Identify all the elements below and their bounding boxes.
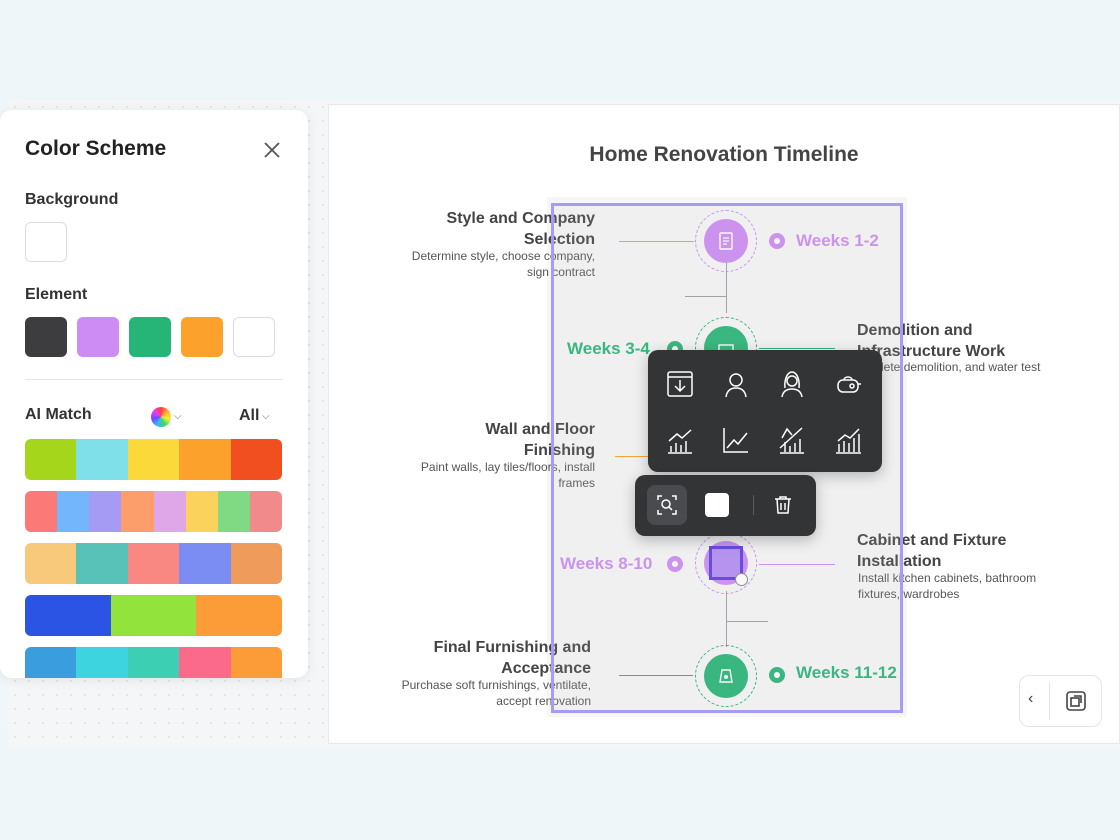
- step-description: Determine style, choose company,sign con…: [411, 249, 595, 279]
- ai-match-label: AI Match: [25, 406, 92, 423]
- fit-screen-icon: [1066, 691, 1086, 711]
- palette-option[interactable]: [25, 647, 282, 678]
- step-description: Purchase soft furnishings, ventilate,acc…: [401, 678, 591, 708]
- contract-icon: [719, 232, 733, 250]
- palette-option[interactable]: [25, 595, 282, 636]
- divider: [25, 379, 282, 380]
- replace-search-button[interactable]: [647, 485, 687, 525]
- connector-line: [619, 675, 693, 676]
- fill-color-button[interactable]: [697, 485, 737, 525]
- replace-search-icon: [657, 495, 677, 515]
- panel-title: Color Scheme: [25, 137, 167, 160]
- element-swatch-purple[interactable]: [77, 317, 119, 357]
- palette-option[interactable]: [25, 439, 282, 480]
- connector-line: [619, 241, 694, 242]
- element-swatch-orange[interactable]: [181, 317, 223, 357]
- week-label: Weeks 1-2: [796, 231, 879, 250]
- timeline-connector: [726, 621, 768, 622]
- bar-chart-icon[interactable]: [828, 420, 868, 460]
- color-scheme-panel: Color Scheme Background Element AI Match…: [0, 110, 308, 678]
- element-swatch-dark[interactable]: [25, 317, 67, 357]
- node-ring: [695, 210, 757, 272]
- close-button[interactable]: [260, 138, 284, 162]
- week-marker: [769, 233, 785, 249]
- download-window-icon[interactable]: [660, 364, 700, 404]
- element-toolbar: [635, 475, 816, 536]
- divider: [1049, 682, 1050, 720]
- teapot-icon[interactable]: [828, 364, 868, 404]
- step-node-5[interactable]: [704, 654, 748, 698]
- filter-all-dropdown[interactable]: All: [239, 407, 260, 424]
- connector-line: [615, 456, 655, 457]
- timeline-connector: [726, 263, 727, 313]
- week-label: Weeks 3-4: [567, 339, 650, 358]
- chevron-left-icon[interactable]: ‹: [1028, 690, 1034, 707]
- step-description: Complete demolition, and water test: [849, 360, 1041, 374]
- woman-avatar-icon[interactable]: [716, 364, 756, 404]
- element-swatch-green[interactable]: [129, 317, 171, 357]
- trash-icon: [775, 496, 791, 514]
- element-swatch-white[interactable]: [233, 317, 275, 357]
- arrow-bars-icon[interactable]: [772, 420, 812, 460]
- palette-option[interactable]: [25, 491, 282, 532]
- view-controls: ‹: [1019, 675, 1102, 727]
- woman-longhair-icon[interactable]: [772, 364, 812, 404]
- week-label: Weeks 11-12: [796, 663, 897, 682]
- bar-growth-icon[interactable]: [660, 420, 700, 460]
- line-chart-icon[interactable]: [716, 420, 756, 460]
- resize-handle[interactable]: [735, 573, 748, 586]
- timeline-connector: [685, 296, 727, 297]
- toolbar-divider: [753, 495, 754, 515]
- step-node-1[interactable]: [704, 219, 748, 263]
- connector-line: [759, 564, 835, 565]
- background-swatch[interactable]: [25, 222, 67, 262]
- color-wheel-icon[interactable]: [151, 407, 171, 427]
- chevron-down-icon[interactable]: ⌵: [174, 411, 182, 422]
- week-marker: [667, 556, 683, 572]
- week-label: Weeks 8-10: [560, 554, 653, 573]
- background-label: Background: [25, 191, 119, 208]
- timeline-connector: [726, 591, 727, 647]
- fit-screen-button[interactable]: [1064, 689, 1088, 718]
- icon-picker-popup: [648, 350, 882, 472]
- fill-color-swatch: [705, 493, 729, 517]
- connector-line: [759, 348, 835, 349]
- chevron-down-icon[interactable]: ⌵: [262, 411, 270, 422]
- week-marker: [769, 667, 785, 683]
- delete-button[interactable]: [763, 485, 803, 525]
- element-label: Element: [25, 286, 88, 303]
- palette-option[interactable]: [25, 543, 282, 584]
- close-icon: [264, 142, 280, 158]
- timeline-title: Home Renovation Timeline: [589, 143, 859, 166]
- node-ring: [695, 645, 757, 707]
- sofa-icon: [719, 669, 733, 683]
